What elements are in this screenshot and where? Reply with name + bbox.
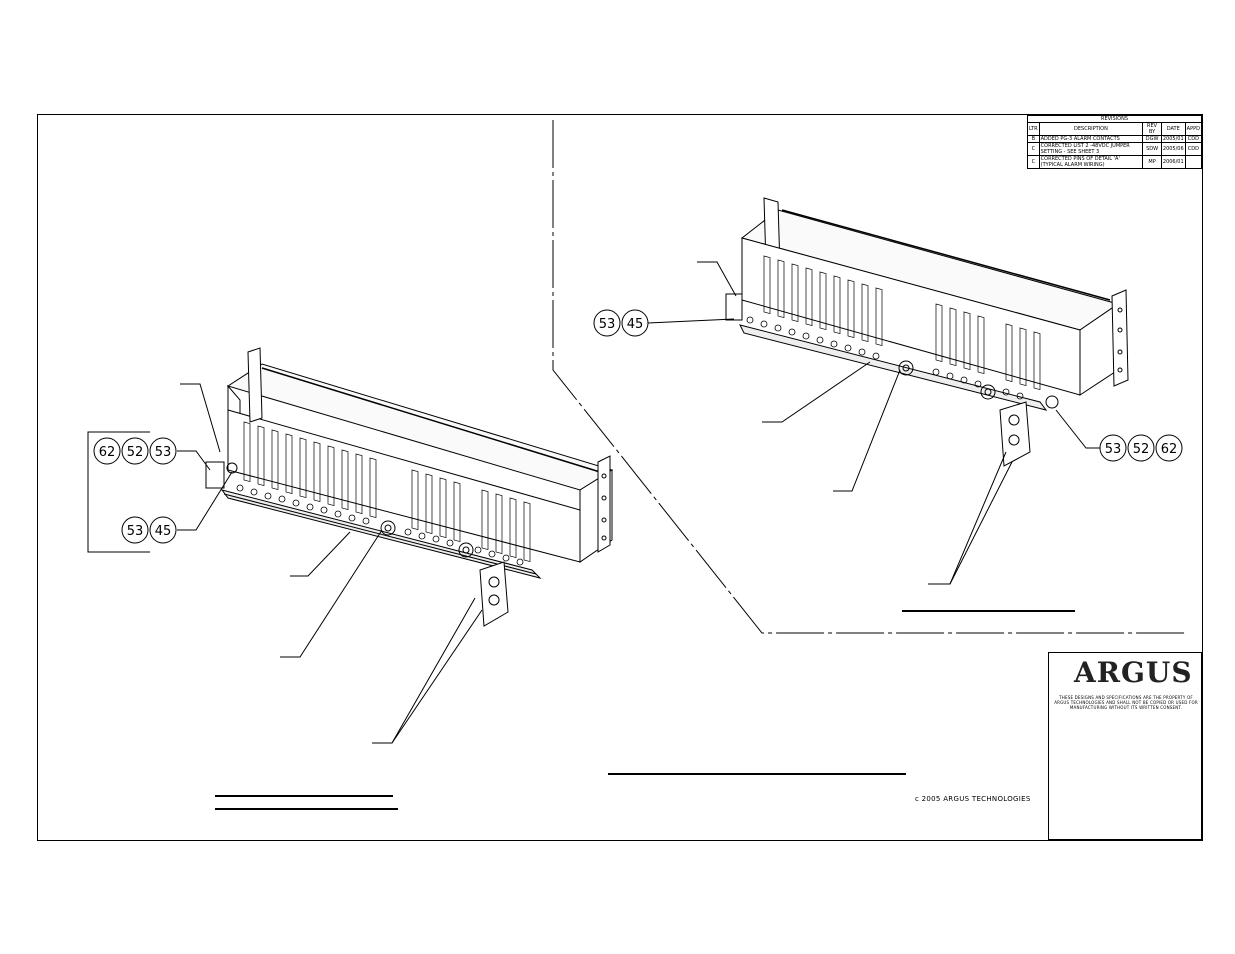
rev-by: MP xyxy=(1142,155,1162,169)
rev-appd xyxy=(1184,155,1203,169)
rev-date: 2005/06 xyxy=(1160,142,1186,156)
rev-date: 2006/01 xyxy=(1160,155,1186,169)
left-balloons-bottom: 53 45 xyxy=(121,516,177,544)
balloon-45: 45 xyxy=(155,524,172,539)
table-row: C CORRECTED PINS OF DETAIL 'A' (TYPICAL … xyxy=(1027,155,1203,169)
balloon-52: 52 xyxy=(127,445,144,460)
balloon-62: 62 xyxy=(99,445,116,460)
header-appd: APPD xyxy=(1184,122,1203,136)
rev-ltr: C xyxy=(1027,155,1040,169)
right-balloons-top: 53 45 xyxy=(593,309,649,337)
rev-ltr: C xyxy=(1027,142,1040,156)
left-shelf-isometric xyxy=(205,347,614,627)
title-block xyxy=(1048,652,1202,840)
header-date: DATE xyxy=(1160,122,1186,136)
rev-ltr: B xyxy=(1027,135,1040,143)
revisions-title: REVISIONS xyxy=(1027,115,1202,123)
sheet-border xyxy=(37,114,1203,841)
left-leaders xyxy=(87,383,483,744)
rev-description: ADDED PG-3 ALARM CONTACTS xyxy=(1038,135,1144,143)
table-row: B ADDED PG-3 ALARM CONTACTS DGW 2005/01 … xyxy=(1027,135,1203,143)
balloon-53: 53 xyxy=(1105,442,1122,457)
balloon-53: 53 xyxy=(155,445,172,460)
rev-appd: CDD xyxy=(1184,135,1203,143)
balloon-62: 62 xyxy=(1161,442,1178,457)
right-shelf-isometric xyxy=(725,197,1129,467)
proprietary-note: THESE DESIGNS AND SPECIFICATIONS ARE THE… xyxy=(1054,695,1198,710)
balloon-53: 53 xyxy=(599,317,616,332)
rev-description: CORRECTED LIST 2 -48VDC JUMPER SETTING -… xyxy=(1038,142,1144,156)
header-ltr: LTR xyxy=(1027,122,1040,136)
right-leaders xyxy=(647,261,1100,585)
revisions-header-row: LTR DESCRIPTION REV BY DATE APPD xyxy=(1027,122,1203,136)
header-rev-by: REV BY xyxy=(1142,122,1162,136)
rev-by: DGW xyxy=(1142,135,1162,143)
right-balloons-bottom: 53 52 62 xyxy=(1099,434,1183,462)
balloon-53: 53 xyxy=(127,524,144,539)
rev-date: 2005/01 xyxy=(1160,135,1186,143)
detail-boundary-line xyxy=(552,120,1188,634)
header-description: DESCRIPTION xyxy=(1038,122,1144,136)
argus-logo: ARGUS xyxy=(1074,656,1193,689)
rev-appd: CDD xyxy=(1184,142,1203,156)
copyright-text: c 2005 ARGUS TECHNOLOGIES xyxy=(915,795,1031,803)
balloon-52: 52 xyxy=(1133,442,1150,457)
table-row: C CORRECTED LIST 2 -48VDC JUMPER SETTING… xyxy=(1027,142,1203,156)
revisions-table: REVISIONS LTR DESCRIPTION REV BY DATE AP… xyxy=(1027,115,1203,169)
left-balloons-top: 62 52 53 xyxy=(93,437,177,465)
rev-by: SDW xyxy=(1142,142,1162,156)
balloon-45: 45 xyxy=(627,317,644,332)
rev-description: CORRECTED PINS OF DETAIL 'A' (TYPICAL AL… xyxy=(1038,155,1144,169)
